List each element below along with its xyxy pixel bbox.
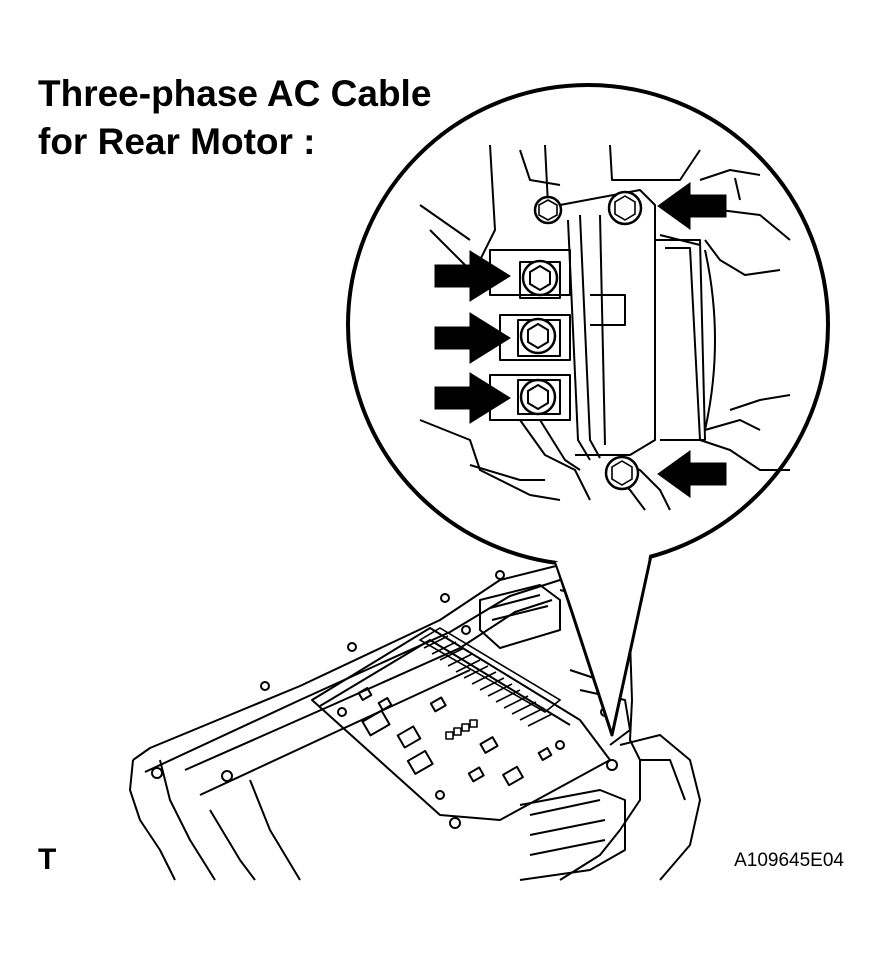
pointer-arrow-icon	[434, 312, 511, 364]
bolt-icon	[533, 195, 563, 225]
pointer-arrow-icon	[434, 372, 511, 424]
pointer-arrow-icon	[657, 450, 727, 498]
corner-code-label: T	[38, 843, 57, 876]
figure-reference-code: A109645E04	[734, 850, 844, 871]
pointer-arrow-icon	[434, 250, 511, 302]
bolt-icon	[521, 259, 559, 297]
title-line-1: Three-phase AC Cable	[38, 73, 432, 114]
control-circuit-board	[311, 625, 611, 821]
bolt-icon	[519, 378, 557, 416]
bolt-icon	[604, 455, 640, 491]
inverter-assembly	[129, 564, 701, 881]
bolt-icon	[607, 190, 643, 226]
chip-row	[445, 719, 478, 740]
diagram-title: Three-phase AC Cable for Rear Motor :	[38, 70, 431, 166]
bolt-icon-group	[519, 190, 643, 491]
heat-sink-fins	[418, 627, 562, 727]
terminal-detail	[419, 144, 791, 511]
title-line-2: for Rear Motor :	[38, 121, 316, 162]
pointer-arrow-icon	[657, 182, 727, 230]
pointer-arrows	[434, 182, 727, 498]
bolt-icon	[519, 317, 557, 355]
